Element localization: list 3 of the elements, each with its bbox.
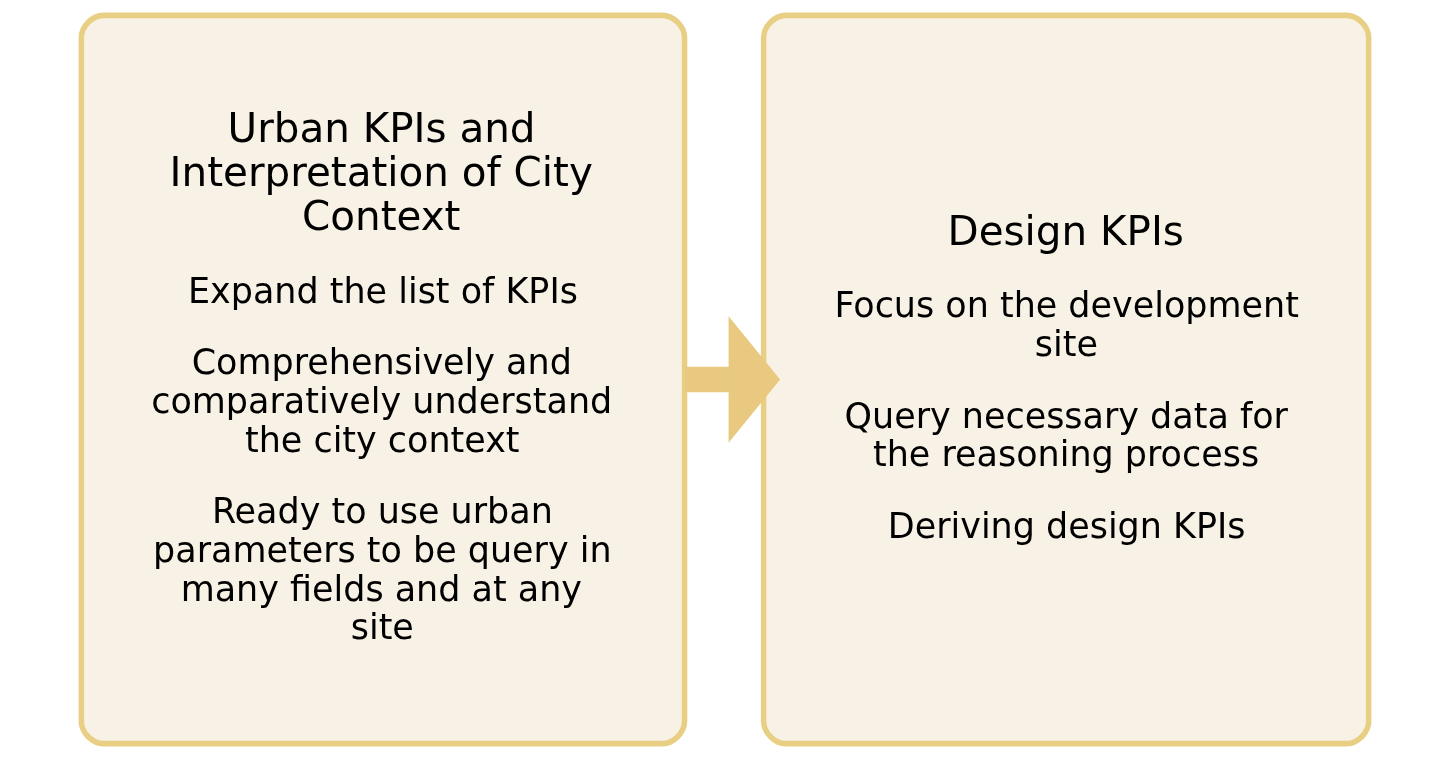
arrow [684, 316, 780, 443]
node-box: Urban KPIs and Interpretation of City Context Expand the list of KPIs Comprehensively and comparatively understand the city context Ready to use urban parameters to be query in many fields and at any site [78, 12, 687, 747]
node-box: Design KPIs Focus on the development site Query necessary data for the reasoning process Deriving design KPIs [760, 12, 1371, 747]
